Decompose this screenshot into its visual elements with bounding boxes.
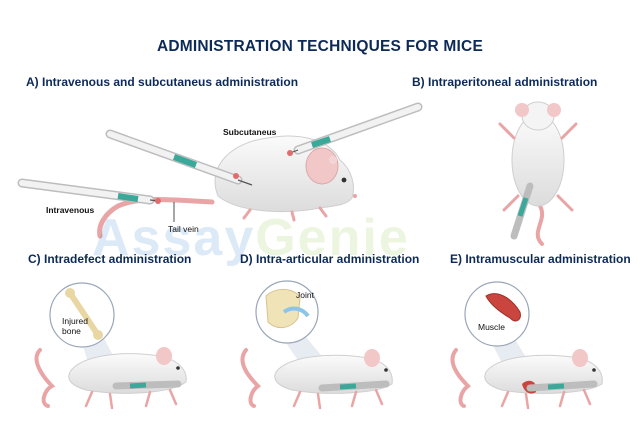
watermark-part1: Assay — [92, 209, 256, 267]
watermark-part2: Genie — [255, 209, 410, 267]
syringe-subcutaneous — [105, 129, 253, 186]
panel-e-heading: E) Intramuscular administration — [450, 252, 631, 266]
panel-a-heading: A) Intravenous and subcutaneus administr… — [26, 75, 299, 89]
label-muscle: Muscle — [478, 322, 505, 332]
label-subcutaneus: Subcutaneus — [223, 127, 277, 137]
figure-title: ADMINISTRATION TECHNIQUES FOR MICE — [157, 38, 483, 55]
mouse-e — [450, 281, 603, 410]
panel-d-heading: D) Intra-articular administration — [240, 252, 420, 266]
mouse-b — [498, 101, 578, 246]
syringe-intravenous — [17, 178, 175, 222]
mouse-a — [97, 135, 357, 239]
watermark: AssayGenie — [92, 208, 410, 268]
mouse-d — [240, 280, 393, 410]
label-tail-vein: Tail vein — [168, 224, 199, 234]
panel-b-heading: B) Intraperitoneal administration — [412, 75, 598, 89]
tail-a — [97, 197, 215, 239]
syringe-subcutaneous-2 — [287, 102, 423, 156]
label-injured-bone: Injured bone — [62, 316, 88, 336]
label-intravenous: Intravenous — [46, 205, 95, 215]
mouse-c — [34, 282, 187, 410]
label-joint: Joint — [296, 290, 314, 300]
panel-c-heading: C) Intradefect administration — [28, 252, 192, 266]
